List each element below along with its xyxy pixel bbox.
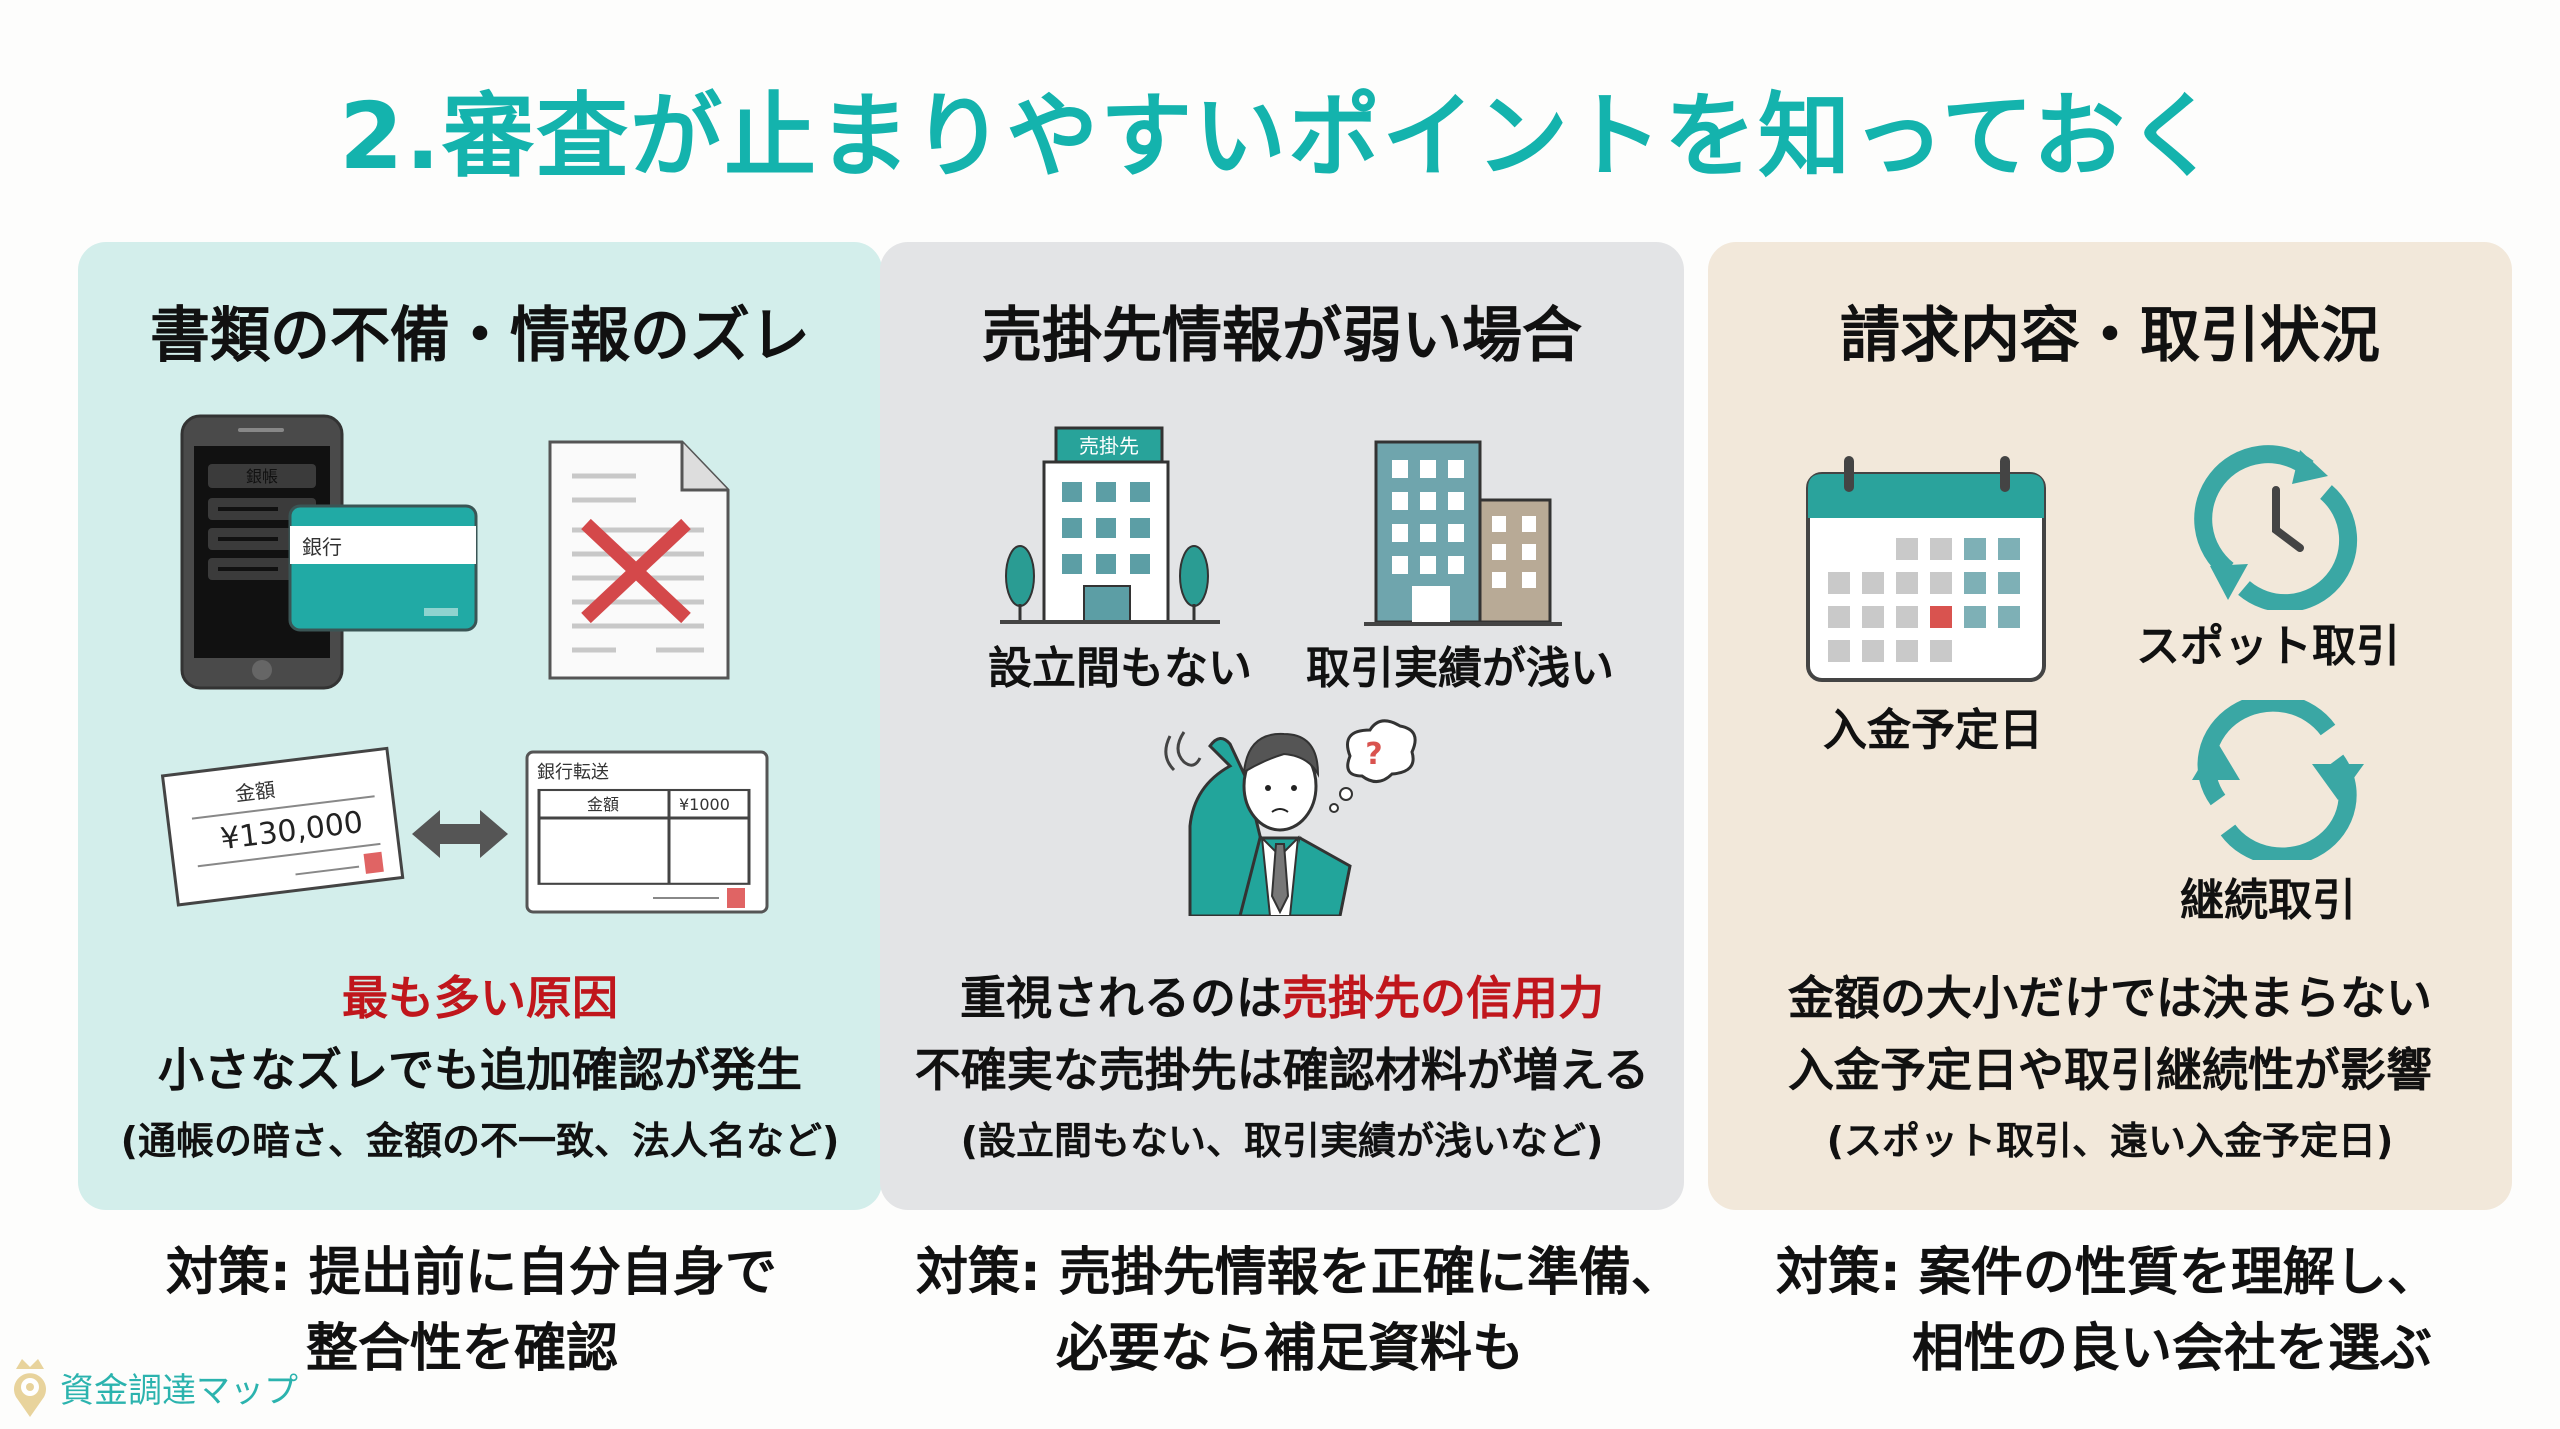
panel-title: 売掛先情報が弱い場合 <box>982 301 1582 371</box>
examples-line: (スポット取引、遠い入金予定日) <box>1826 1119 2394 1163</box>
panel-body: 最も多い原因 小さなズレでも追加確認が発生 (通帳の暗さ、金額の不一致、法人名な… <box>78 962 882 1176</box>
caption-spot-transaction: スポット取引 <box>2136 621 2400 672</box>
transfer-col2: ¥1000 <box>679 795 730 814</box>
panel-body: 重視されるのは売掛先の信用力 不確実な売掛先は確認材料が増える (設立間もない、… <box>880 962 1684 1176</box>
highlight-text: 売掛先の信用力 <box>1282 971 1604 1025</box>
question-mark: ? <box>1365 737 1382 772</box>
invoice-label: 金額 <box>234 777 277 806</box>
calendar-icon <box>1806 456 2046 682</box>
page-title: 2.審査が止まりやすいポイントを知っておく <box>339 83 2221 190</box>
body-line: 金額の大小だけでは決まらない <box>1788 971 2432 1025</box>
building-sign: 売掛先 <box>1079 434 1139 458</box>
examples-line: (設立間もない、取引実績が浅いなど) <box>960 1119 1604 1163</box>
continuous-transaction-cycle-icon <box>2192 700 2364 860</box>
caption-continuous-transaction: 継続取引 <box>2180 875 2356 926</box>
countermeasure-line: 相性の良い会社を選ぶ <box>1912 1319 2433 1379</box>
caption-short-track-record: 取引実績が浅い <box>1306 643 1614 694</box>
new-company-building-icon: 売掛先 <box>1000 426 1220 624</box>
body-line: 小さなズレでも追加確認が発生 <box>158 1043 802 1097</box>
crown-pin-icon <box>13 1359 46 1417</box>
bank-card-icon: 銀行 <box>288 504 478 632</box>
caption-payment-date: 入金予定日 <box>1823 705 2043 756</box>
countermeasure-1: 対策: 提出前に自分自身で 整合性を確認 <box>166 1235 777 1387</box>
countermeasure-line: 対策: 案件の性質を理解し、 <box>1776 1243 2439 1303</box>
brand-logo: 資金調達マップ <box>8 1355 298 1419</box>
bank-transfer-slip-icon: 銀行転送 金額 ¥1000 <box>525 750 769 914</box>
body-line: 不確実な売掛先は確認材料が増える <box>914 1043 1650 1097</box>
caption-newly-established: 設立間もない <box>988 643 1252 694</box>
spot-transaction-clock-icon <box>2194 445 2358 610</box>
transfer-title: 銀行転送 <box>537 762 609 783</box>
panel-billing-transaction: 請求内容・取引状況 入金予定日 スポット取引 継続取引 金額の <box>1708 242 2512 1210</box>
mismatch-double-arrow-icon <box>412 810 508 858</box>
card-label: 銀行 <box>302 535 342 559</box>
office-buildings-icon <box>1364 440 1562 626</box>
confused-businessman-icon: ? <box>1164 719 1417 916</box>
countermeasure-3: 対策: 案件の性質を理解し、 相性の良い会社を選ぶ <box>1776 1235 2439 1387</box>
countermeasure-2: 対策: 売掛先情報を正確に準備、 必要なら補足資料も <box>916 1235 1683 1387</box>
panel-weak-receivable-info: 売掛先情報が弱い場合 売掛先 設立間もない 取引 <box>880 242 1684 1210</box>
countermeasure-line: 必要なら補足資料も <box>1056 1319 1525 1379</box>
body-line-prefix: 重視されるのは <box>960 971 1282 1025</box>
panel-document-errors: 書類の不備・情報のズレ 銀帳 銀行 金額 ¥130,000 <box>78 242 882 1210</box>
body-line: 入金予定日や取引継続性が影響 <box>1788 1043 2432 1097</box>
invoice-icon: 金額 ¥130,000 <box>160 746 405 907</box>
transfer-col1: 金額 <box>587 795 619 814</box>
panel-title: 書類の不備・情報のズレ <box>150 301 810 371</box>
examples-line: (通帳の暗さ、金額の不一致、法人名など) <box>120 1119 840 1163</box>
panel-title: 請求内容・取引状況 <box>1840 301 2380 371</box>
countermeasure-line: 対策: 提出前に自分自身で <box>166 1243 777 1303</box>
countermeasure-line: 対策: 売掛先情報を正確に準備、 <box>916 1243 1683 1303</box>
highlight-text: 最も多い原因 <box>342 971 618 1025</box>
phone-screen-label: 銀帳 <box>246 467 278 486</box>
rejected-document-icon <box>548 440 730 680</box>
panel-body: 金額の大小だけでは決まらない 入金予定日や取引継続性が影響 (スポット取引、遠い… <box>1708 962 2512 1176</box>
logo-text: 資金調達マップ <box>60 1370 298 1411</box>
countermeasure-line: 整合性を確認 <box>306 1319 619 1379</box>
